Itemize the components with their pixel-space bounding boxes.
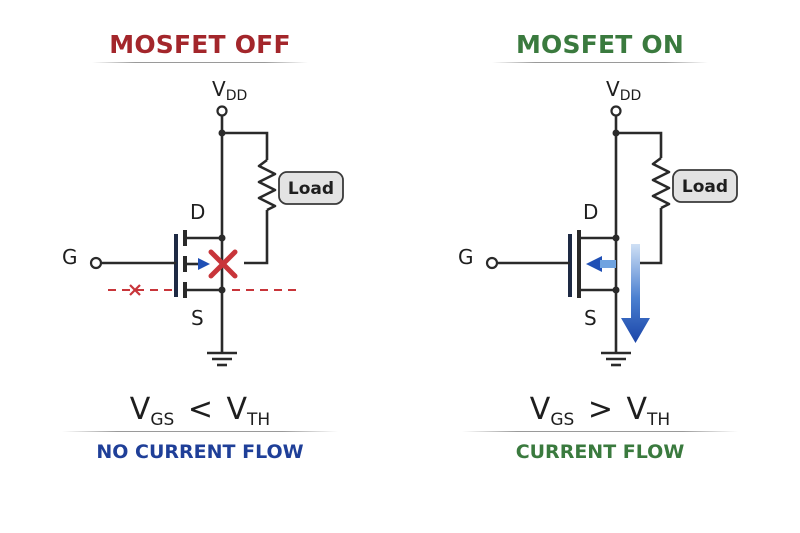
- title-divider: [92, 62, 308, 63]
- junction-dot: [218, 234, 226, 242]
- status-text: NO CURRENT FLOW: [96, 441, 304, 463]
- small-x-icon: [129, 284, 141, 296]
- status-divider: [62, 431, 338, 432]
- load-box: [278, 171, 344, 205]
- status-text: CURRENT FLOW: [515, 441, 685, 463]
- condition-formula: VGS < VTH: [129, 392, 271, 430]
- ground-icon: [601, 351, 631, 367]
- vdd-terminal: [610, 105, 622, 117]
- status-divider: [462, 431, 738, 432]
- condition-formula: VGS > VTH: [529, 392, 671, 430]
- gate-label: G: [62, 245, 78, 269]
- panel-title: MOSFET OFF: [109, 30, 291, 59]
- body-arrow: [198, 258, 210, 270]
- load-label: Load: [288, 179, 334, 199]
- source-label: S: [584, 306, 597, 330]
- load-wire-top: [222, 131, 269, 160]
- vdd-label: VDD: [212, 77, 247, 104]
- vdd-terminal: [216, 105, 228, 117]
- load-resistor: [651, 156, 671, 210]
- load-wire-top: [616, 131, 663, 158]
- panel-title: MOSFET ON: [515, 30, 685, 59]
- drain-label: D: [190, 200, 205, 224]
- load-resistor: [257, 158, 277, 212]
- gate-terminal: [485, 256, 499, 270]
- source-label: S: [191, 306, 204, 330]
- load-label: Load: [682, 177, 728, 197]
- vdd-label: VDD: [606, 77, 641, 104]
- load-wire-bottom: [636, 208, 663, 265]
- drain-label: D: [583, 200, 598, 224]
- gate-label: G: [458, 245, 474, 269]
- circuit-off: VDD Load D G: [62, 77, 344, 367]
- body-arrow-tail: [600, 260, 616, 268]
- title-divider: [492, 62, 708, 63]
- ground-icon: [207, 351, 237, 367]
- load-box: [672, 169, 738, 203]
- junction-dot: [612, 286, 620, 294]
- junction-dot: [612, 234, 620, 242]
- gate-terminal: [89, 256, 103, 270]
- panel-mosfet-off: MOSFET OFF VDD Load D G: [62, 30, 344, 463]
- blocked-x-icon: [208, 249, 238, 279]
- circuit-on: VDD Load D G S: [458, 77, 738, 367]
- body-arrow: [586, 256, 602, 272]
- panel-mosfet-on: MOSFET ON VDD Load D G: [400, 0, 800, 533]
- current-flow-arrow-icon: [621, 244, 650, 343]
- load-wire-bottom: [244, 210, 269, 265]
